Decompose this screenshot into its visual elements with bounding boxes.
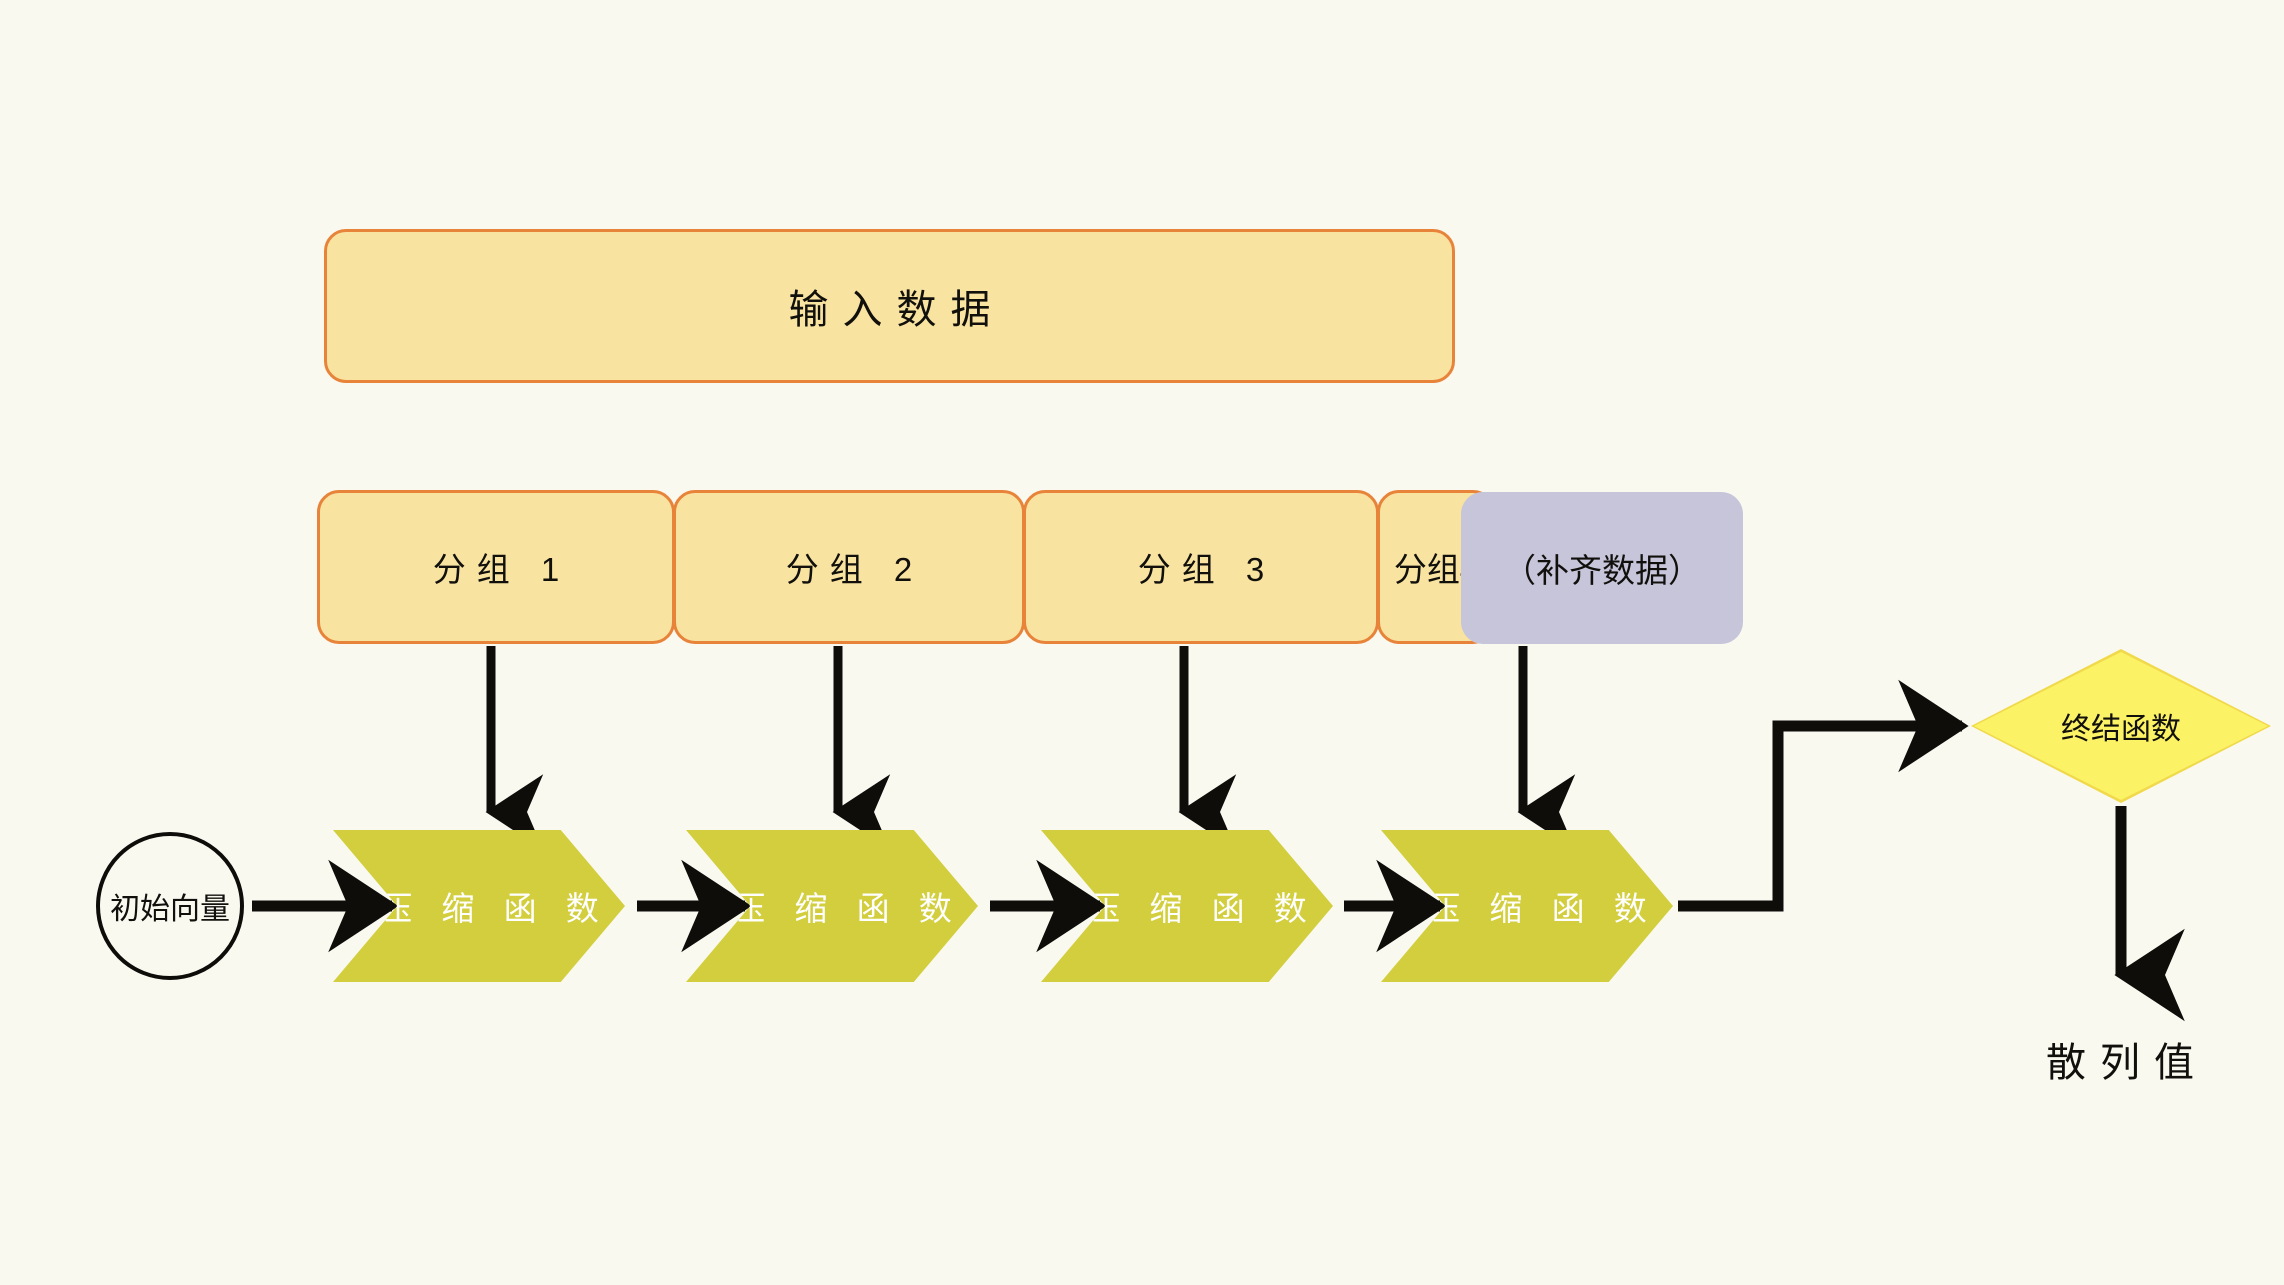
compression-function-4-label: 压 缩 函 数 bbox=[1427, 890, 1657, 927]
finalization-function-node: 终结函数 bbox=[1971, 649, 2271, 803]
padding-data-label: （补齐数据） bbox=[1503, 552, 1701, 589]
compression-function-1: 压 缩 函 数 bbox=[333, 830, 625, 982]
hash-value-label: 散列值 bbox=[2046, 1041, 2208, 1085]
group-box-3-label: 分组 3 bbox=[1137, 551, 1276, 588]
input-data-box: 输入数据 bbox=[324, 229, 1455, 383]
initial-vector-label: 初始向量 bbox=[110, 893, 230, 926]
compression-function-4: 压 缩 函 数 bbox=[1381, 830, 1673, 982]
compression-function-1-label: 压 缩 函 数 bbox=[379, 890, 609, 927]
group-to-compression-arrows bbox=[485, 646, 1576, 850]
group-box-2: 分组 2 bbox=[673, 490, 1025, 644]
initial-vector-node: 初始向量 bbox=[96, 832, 244, 980]
padding-data-box: （补齐数据） bbox=[1461, 492, 1743, 644]
compression-function-3-label: 压 缩 函 数 bbox=[1087, 890, 1317, 927]
group-box-1: 分组 1 bbox=[317, 490, 675, 644]
group-box-3: 分组 3 bbox=[1023, 490, 1379, 644]
group-box-1-label: 分组 1 bbox=[432, 551, 571, 588]
group-box-2-label: 分组 2 bbox=[785, 551, 924, 588]
input-data-label: 输入数据 bbox=[788, 288, 1005, 332]
arrow-compression4-to-finalization bbox=[1678, 679, 1969, 912]
compression-function-2-label: 压 缩 函 数 bbox=[732, 890, 962, 927]
finalization-function-label: 终结函数 bbox=[2061, 713, 2181, 746]
